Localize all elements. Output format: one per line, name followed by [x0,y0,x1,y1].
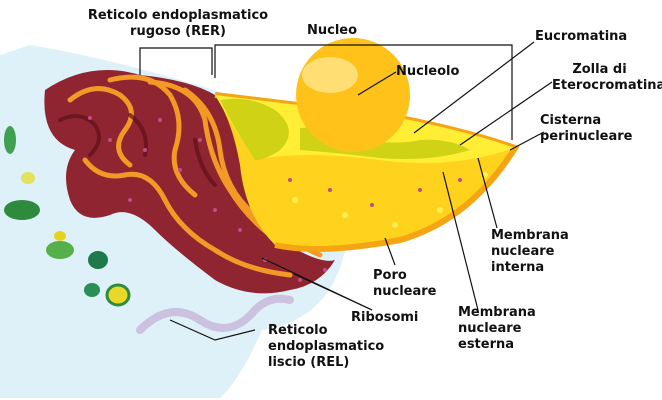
bracket-nucleo [214,44,513,140]
organelle-green [4,200,40,220]
rough-er [44,70,335,294]
label-cisterna: Cisterna perinucleare [540,113,633,144]
line-membrana-esterna [442,171,479,311]
bracket-rel [169,319,256,341]
label-nucleolo: Nucleolo [396,64,460,79]
label-eucromatina: Eucromatina [535,29,628,44]
organelle-green [4,126,16,154]
label-membrana-interna: Membrana nucleare interna [491,228,569,275]
nucleolus-highlight [302,57,358,93]
label-eterocromatina: Zolla di Eterocromatina [552,62,662,93]
label-nucleo: Nucleo [307,23,358,38]
ribosomes [88,116,462,282]
label-membrana-esterna: Membrana nucleare esterna [458,305,536,352]
label-rel: Reticolo endoplasmatico liscio (REL) [268,323,385,370]
line-ribosomi-2 [261,257,373,311]
organelle-yellow [54,231,66,241]
line-membrana-interna [477,157,498,229]
line-eterocromatina [459,81,553,146]
bracket-rer [139,47,213,75]
nucleolus [296,38,410,152]
label-rer: Reticolo endoplasmatico rugoso (RER) [87,8,269,39]
label-poro: Poro nucleare [373,268,437,299]
label-ribosomi: Ribosomi [351,310,419,325]
organelle-green [84,283,100,297]
line-nucleolo [357,71,397,96]
line-poro [384,237,396,266]
smooth-er [136,294,294,334]
leader-lines [139,41,553,341]
organelle-yellow [105,283,131,307]
organelle-green [46,241,74,259]
line-eucromatina [413,41,535,134]
organelle-green [88,251,108,269]
line-cisterna [509,131,545,151]
heterochromatin [220,98,289,160]
organelle-yellow [21,172,35,184]
